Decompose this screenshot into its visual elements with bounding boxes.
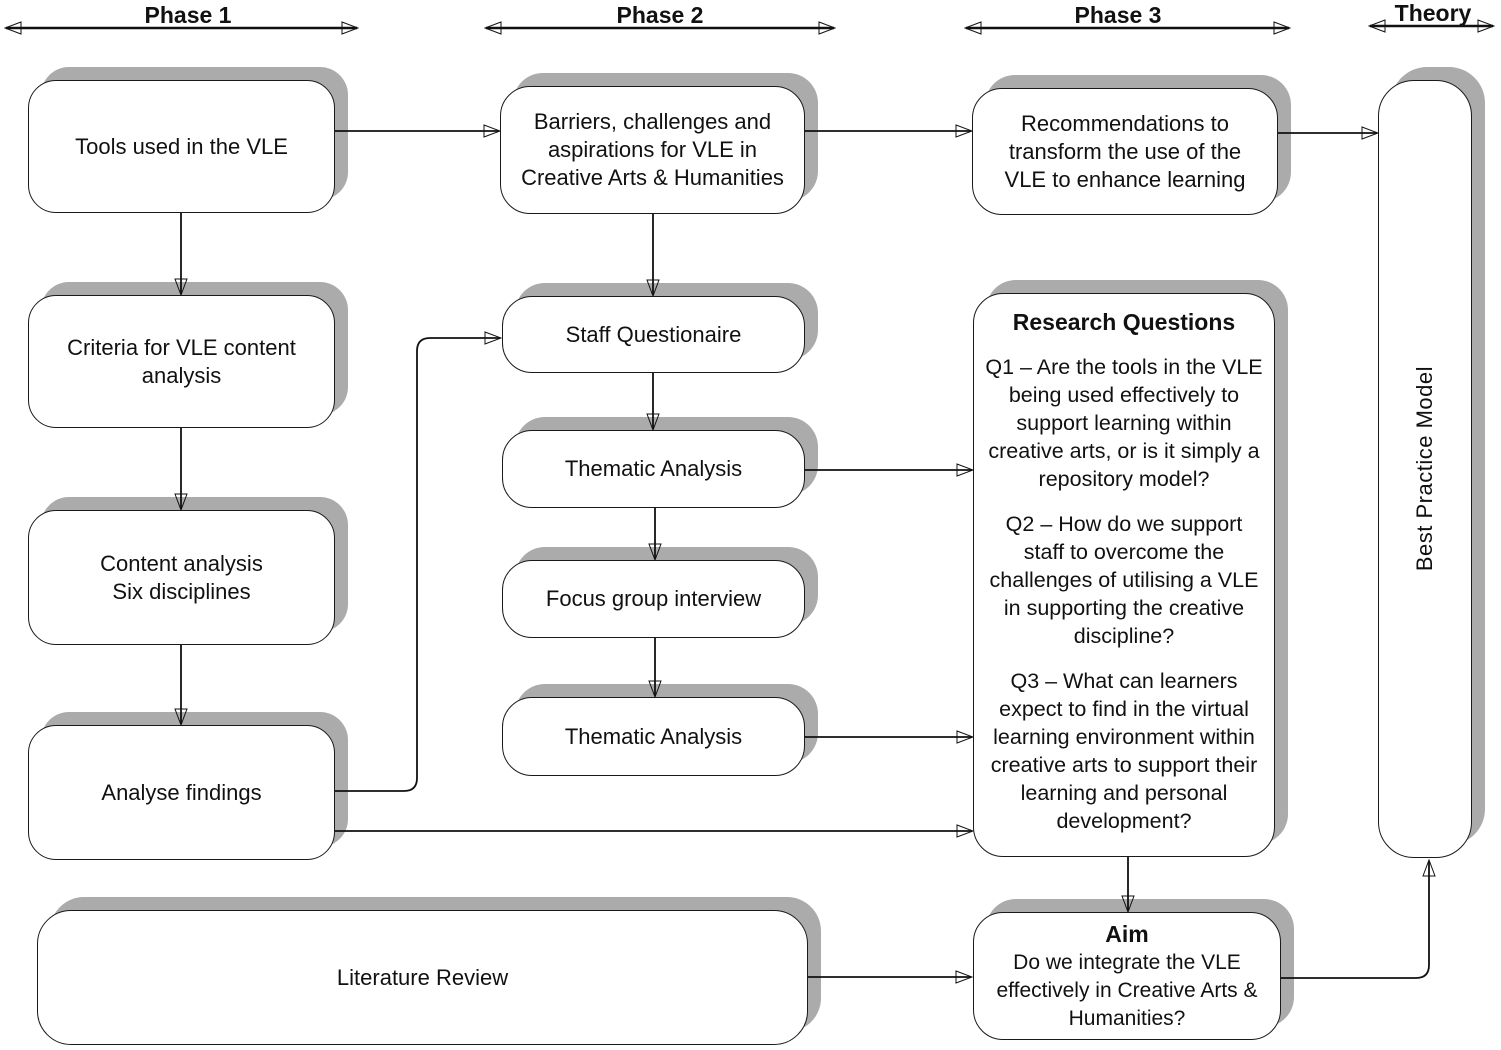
node-content-analysis-label: Content analysis Six disciplines [100, 550, 263, 604]
node-thematic-analysis-1-label: Thematic Analysis [564, 456, 743, 481]
header-phase-3: Phase 3 [1074, 2, 1162, 28]
node-research-questions: Research Questions Q1 – Are the tools in… [973, 293, 1275, 857]
header-phase-1: Phase 1 [144, 2, 232, 28]
node-best-practice-model: Best Practice Model [1378, 80, 1472, 858]
node-thematic-analysis-1: Thematic Analysis [502, 430, 805, 508]
node-aim: Aim Do we integrate the VLE effectively … [973, 912, 1281, 1040]
node-thematic-analysis-2-label: Thematic Analysis [564, 723, 743, 749]
research-question-q2: Q2 – How do we support staff to overcome… [989, 512, 1259, 648]
node-barriers-challenges-aspirations: Barriers, challenges and aspirations for… [500, 86, 805, 214]
node-focus-group-label: Focus group interview [545, 586, 762, 611]
node-tools-label: Tools used in the VLE [75, 133, 288, 159]
node-focus-group-interview: Focus group interview [502, 560, 805, 638]
aim-body: Do we integrate the VLE effectively in C… [996, 951, 1258, 1030]
node-tools-used-in-vle: Tools used in the VLE [28, 80, 335, 213]
header-phase-2: Phase 2 [616, 2, 704, 28]
node-barriers-label: Barriers, challenges and aspirations for… [521, 109, 784, 190]
research-question-q1: Q1 – Are the tools in the VLE being used… [985, 355, 1263, 491]
node-content-analysis-six-disciplines: Content analysis Six disciplines [28, 510, 335, 645]
node-criteria-vle-content-analysis: Criteria for VLE content analysis [28, 295, 335, 428]
node-recommendations-label: Recommendations to transform the use of … [1004, 110, 1246, 192]
node-recommendations: Recommendations to transform the use of … [972, 88, 1278, 215]
node-criteria-label: Criteria for VLE content analysis [67, 334, 296, 388]
node-staff-questionaire: Staff Questionaire [502, 296, 805, 373]
best-practice-model-label: Best Practice Model [1412, 366, 1437, 572]
literature-review-label: Literature Review [336, 964, 509, 990]
arrow-analyse-findings-to-staff-questionaire [335, 338, 500, 792]
header-theory: Theory [1394, 0, 1472, 26]
node-literature-review: Literature Review [37, 910, 808, 1045]
aim-title: Aim [1105, 921, 1149, 947]
node-analyse-findings: Analyse findings [28, 725, 335, 860]
node-staff-questionaire-label: Staff Questionaire [565, 321, 742, 347]
node-thematic-analysis-2: Thematic Analysis [502, 697, 805, 776]
arrow-aim-to-best-practice [1281, 861, 1429, 979]
research-questions-title: Research Questions [1012, 309, 1236, 335]
node-analyse-findings-label: Analyse findings [101, 779, 262, 805]
research-question-q3: Q3 – What can learners expect to find in… [990, 669, 1258, 833]
